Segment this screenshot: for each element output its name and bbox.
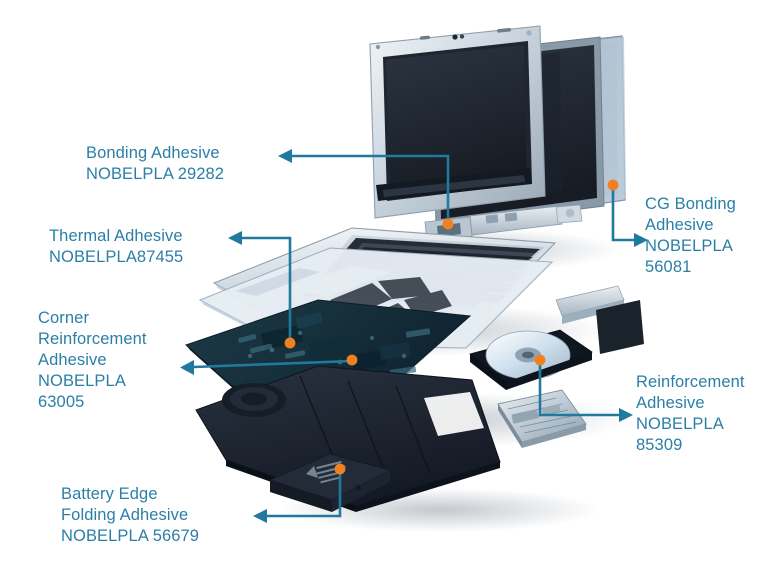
leader-thermal-adhesive — [242, 236, 292, 343]
battery-pack — [268, 453, 392, 512]
callout-corner-reinforcement-adhesive: Corner Reinforcement Adhesive NOBELPLA 6… — [38, 309, 147, 411]
cooling-fan — [222, 383, 286, 417]
optical-drive — [469, 285, 644, 390]
leader-reinforcement-adhesive — [538, 362, 619, 417]
leader-corner-reinforcement-adhesive — [193, 359, 353, 369]
marker-display-hinge — [442, 218, 454, 230]
callout-thermal-adhesive: Thermal Adhesive NOBELPLA87455 — [49, 227, 184, 266]
leader-bonding-adhesive — [292, 154, 450, 224]
callout-battery-edge-folding-adhesive: Battery Edge Folding Adhesive NOBELPLA 5… — [61, 485, 200, 545]
marker-mainboard-thermal — [284, 337, 296, 349]
leader-cg-bonding-adhesive — [611, 187, 634, 242]
marker-battery — [334, 463, 346, 475]
callout-bonding-adhesive: Bonding Adhesive NOBELPLA 29282 — [86, 144, 225, 183]
callout-reinforcement-adhesive: Reinforcement Adhesive NOBELPLA 85309 — [636, 373, 745, 454]
hard-drive — [497, 389, 587, 448]
marker-mainboard-corner — [346, 354, 358, 366]
display-bezel — [369, 25, 546, 219]
callout-cg-bonding-adhesive: CG Bonding Adhesive NOBELPLA 56081 — [645, 195, 736, 276]
leader-arrowheads — [180, 149, 648, 523]
marker-back-cover — [607, 179, 619, 191]
adhesive-markers — [284, 179, 619, 475]
leader-battery-edge-folding-adhesive — [267, 469, 342, 518]
marker-optical-drive — [534, 354, 546, 366]
